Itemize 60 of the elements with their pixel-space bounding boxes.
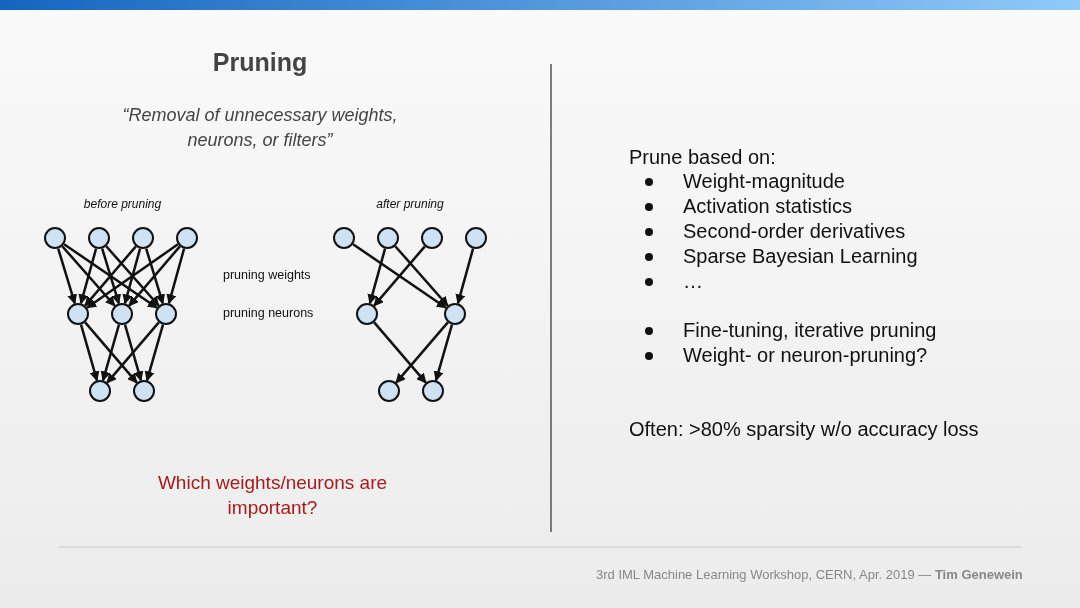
arrow xyxy=(367,248,387,305)
neuron-circle xyxy=(356,303,378,325)
neuron-circle xyxy=(88,227,110,249)
heading-text: Prune based on: xyxy=(629,146,776,169)
arrow xyxy=(352,243,447,309)
summary-text: Often: >80% sparsity w/o accuracy loss xyxy=(629,418,979,441)
neuron-circle xyxy=(377,227,399,249)
question-text: Which weights/neurons are important? xyxy=(156,471,389,520)
arrow xyxy=(395,321,449,384)
list-item: … xyxy=(683,270,703,293)
neuron-circle xyxy=(132,227,154,249)
annotation-text: pruning neurons xyxy=(223,306,314,320)
arrow xyxy=(145,248,165,305)
list-item: Second-order derivatives xyxy=(683,220,906,243)
arrow xyxy=(455,248,475,305)
arrow xyxy=(61,245,116,307)
arrow xyxy=(86,243,179,309)
arrow xyxy=(101,248,121,305)
arrow xyxy=(57,248,77,305)
arrow xyxy=(79,324,100,382)
arrow xyxy=(84,245,137,307)
arrow xyxy=(433,324,454,382)
arrow xyxy=(105,245,160,307)
arrow xyxy=(63,243,158,309)
neuron-circle xyxy=(333,227,355,249)
arrow xyxy=(373,245,426,307)
quote-text: “Removal of unnecessary weights, neurons, or filters” xyxy=(121,104,399,152)
footer-text: 3rd IML Machine Learning Workshop, CERN, Apr. 2019 — Tim Genewein xyxy=(596,567,1023,582)
arrow xyxy=(128,245,181,307)
neuron-circle xyxy=(421,227,443,249)
list-item: Weight-magnitude xyxy=(683,170,845,193)
neuron-circle xyxy=(155,303,177,325)
neuron-circle xyxy=(378,380,400,402)
arrow xyxy=(166,248,186,305)
arrow xyxy=(394,245,449,307)
arrow xyxy=(373,321,427,384)
arrow xyxy=(144,324,165,382)
list-item: Fine-tuning, iterative pruning xyxy=(683,319,937,342)
annotation-text: pruning weights xyxy=(223,268,311,282)
caption-text: before pruning xyxy=(82,197,163,211)
slide-title: Pruning xyxy=(211,48,309,77)
neuron-circle xyxy=(176,227,198,249)
arrow xyxy=(100,324,121,382)
neuron-circle xyxy=(67,303,89,325)
neuron-circle xyxy=(422,380,444,402)
neuron-circle xyxy=(465,227,487,249)
arrow xyxy=(122,248,142,305)
arrow xyxy=(123,324,144,382)
arrow xyxy=(106,321,160,384)
list-item: Weight- or neuron-pruning? xyxy=(683,344,928,367)
arrow xyxy=(84,321,138,384)
list-item: Sparse Bayesian Learning xyxy=(683,245,918,268)
neuron-circle xyxy=(444,303,466,325)
caption-text: after pruning xyxy=(375,197,445,211)
neuron-circle xyxy=(111,303,133,325)
list-item: Activation statistics xyxy=(683,195,852,218)
neuron-circle xyxy=(133,380,155,402)
arrow xyxy=(78,248,98,305)
neuron-circle xyxy=(89,380,111,402)
neuron-circle xyxy=(44,227,66,249)
